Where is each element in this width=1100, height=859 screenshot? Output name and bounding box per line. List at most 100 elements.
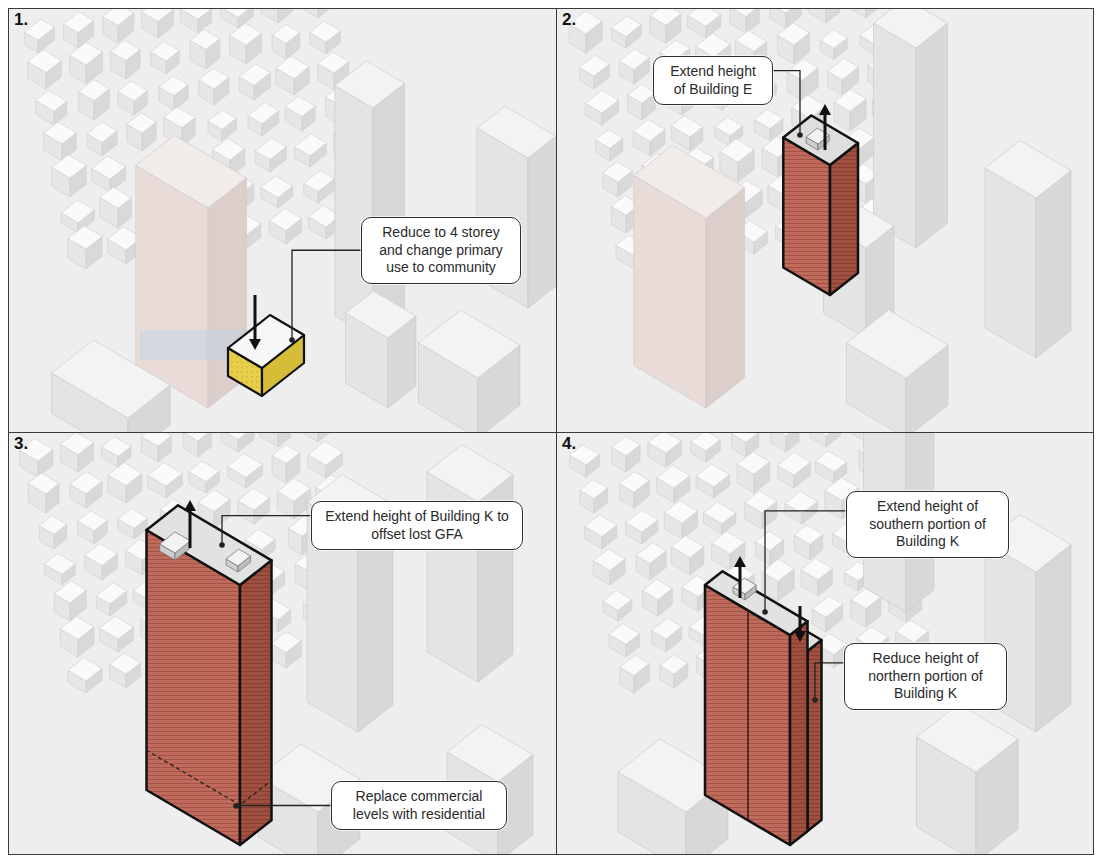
low-rise-house: [228, 454, 263, 489]
building-face: [826, 8, 840, 23]
building-roof: [660, 655, 688, 674]
building-roof: [70, 42, 103, 65]
building-roof: [917, 704, 1019, 772]
callout-text: Reduce height of northern portion of Bui…: [857, 650, 994, 703]
ground: [8, 8, 557, 433]
low-rise-house: [276, 56, 309, 95]
low-rise-house: [61, 200, 94, 233]
building-roof: [141, 432, 171, 446]
low-rise-house: [271, 632, 301, 668]
low-rise-house: [688, 8, 721, 38]
building-roof: [815, 451, 847, 472]
arrow-shaft: [799, 606, 802, 633]
low-rise-house: [261, 176, 293, 208]
low-rise-house: [650, 8, 681, 43]
building-roof: [272, 24, 300, 43]
low-rise-house: [24, 19, 54, 53]
low-rise-house: [585, 515, 617, 549]
tower-block: [419, 310, 521, 433]
low-rise-house: [612, 436, 640, 472]
building-roof: [477, 106, 556, 158]
facade-line: [747, 610, 749, 820]
low-rise-house: [295, 134, 327, 167]
arrow-head: [734, 556, 746, 567]
building-roof: [159, 76, 188, 96]
building-roof: [277, 478, 310, 501]
building-roof: [221, 8, 254, 17]
building-roof: [736, 31, 767, 52]
building-roof: [419, 310, 521, 378]
building-roof: [60, 616, 94, 639]
leader-dot: [233, 803, 239, 809]
low-rise-house: [777, 452, 810, 488]
low-rise-house: [609, 624, 640, 657]
building-roof: [190, 30, 220, 50]
building-roof: [783, 116, 858, 166]
building-roof: [657, 465, 690, 488]
building-roof: [664, 501, 697, 524]
building-roof: [54, 581, 86, 603]
building-e: [783, 116, 858, 296]
building-roof: [148, 463, 182, 487]
building-roof: [111, 41, 141, 61]
low-rise-house: [52, 155, 86, 197]
leader-line: [222, 516, 311, 545]
building-roof: [60, 432, 93, 455]
low-rise-house: [300, 8, 331, 18]
low-rise-house: [127, 113, 157, 151]
arrow-head: [819, 104, 831, 115]
leader-lines: [219, 71, 846, 809]
leader-dot: [289, 337, 295, 343]
building-roof: [318, 52, 349, 73]
building-roof: [271, 632, 301, 653]
low-rise-house: [801, 559, 832, 597]
low-rise-house: [118, 508, 148, 539]
low-rise-house: [302, 432, 334, 442]
diagram-panel: 1.Reduce to 4 storey and change primary …: [8, 8, 557, 433]
building-roof: [127, 113, 157, 133]
low-rise-house: [596, 130, 623, 161]
building-roof: [447, 725, 533, 783]
building-roof: [787, 59, 818, 80]
building-roof: [895, 620, 928, 642]
building-roof: [585, 90, 618, 113]
low-rise-house: [310, 21, 341, 54]
low-rise-house: [148, 463, 182, 498]
building-face: [786, 432, 799, 452]
building-roof: [28, 473, 59, 494]
low-rise-house: [620, 655, 649, 693]
building-roof: [820, 30, 847, 49]
low-rise-house: [603, 591, 632, 622]
building-roof: [304, 170, 335, 191]
low-rise-house: [794, 525, 823, 560]
building-roof: [619, 472, 649, 493]
low-rise-house: [657, 465, 690, 503]
building-roof: [812, 596, 843, 617]
panel-number: 1.: [14, 10, 28, 30]
building-roof: [688, 8, 721, 26]
building-roof: [79, 80, 110, 101]
building-roof: [68, 226, 102, 249]
low-rise-house: [108, 463, 142, 503]
building-roof: [238, 488, 270, 510]
building-roof: [269, 209, 302, 231]
building-roof: [213, 138, 245, 160]
leader-dot: [219, 542, 225, 548]
building-roof: [732, 432, 759, 442]
callout-text: Extend height of southern portion of Bui…: [859, 498, 996, 551]
building-roof: [39, 516, 66, 535]
low-rise-house: [626, 510, 658, 544]
building-k-south: [705, 571, 808, 845]
direction-arrow: [249, 295, 261, 350]
building-roof: [609, 624, 640, 645]
low-rise-house: [810, 432, 840, 447]
ground: [556, 8, 1094, 433]
building-roof: [785, 491, 818, 513]
low-rise-house: [118, 81, 148, 115]
low-rise-house: [304, 170, 335, 203]
low-rise-house: [643, 579, 673, 616]
arrow-shaft: [739, 565, 742, 598]
low-rise-house: [787, 59, 818, 100]
